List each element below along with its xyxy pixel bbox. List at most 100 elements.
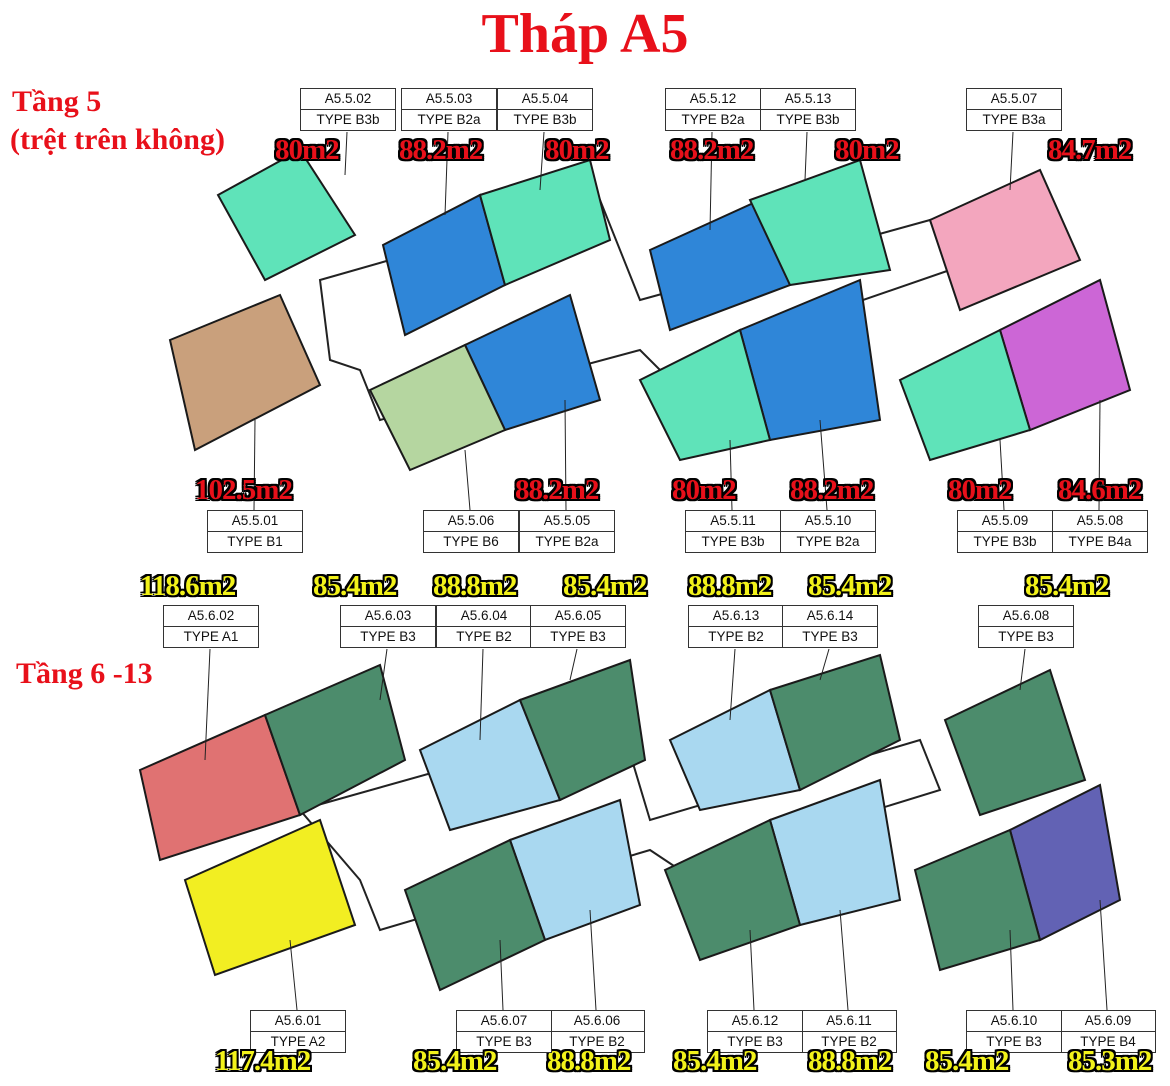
unit-area: 88.8m2 <box>688 570 772 602</box>
leader-line <box>344 131 348 176</box>
unit-code: A5.6.11 <box>826 1013 872 1028</box>
unit-area: 84.7m2 <box>1048 134 1132 166</box>
floor5-sublabel: (trệt trên không) <box>10 123 225 156</box>
unit-type: TYPE B3 <box>708 1031 802 1052</box>
unit-type: TYPE B3b <box>301 109 395 130</box>
unit-code: A5.5.02 <box>324 91 372 106</box>
unit-area: 117.4m2 <box>215 1045 311 1077</box>
unit-code: A5.5.05 <box>543 513 591 528</box>
unit-type: TYPE A2 <box>251 1031 345 1052</box>
unit-area: 88.8m2 <box>433 570 517 602</box>
unit-A5-6-08 <box>943 668 1087 817</box>
unit-A5-5-11 <box>638 328 772 462</box>
unit-area: 88.2m2 <box>670 134 754 166</box>
leader-line <box>804 131 808 181</box>
unit-area: 85.4m2 <box>808 570 892 602</box>
unit-code: A5.6.06 <box>573 1013 621 1028</box>
unit-type: TYPE B4a <box>1053 531 1147 552</box>
unit-A5-6-03 <box>263 663 407 817</box>
unit-area: 80m2 <box>835 134 900 166</box>
unit-area: 102.5m2 <box>195 474 293 506</box>
unit-A5-5-06 <box>368 343 507 472</box>
leader-line <box>464 449 471 511</box>
unit-code: A5.5.08 <box>1076 513 1124 528</box>
leader-line <box>479 648 484 741</box>
unit-code: A5.6.14 <box>806 608 854 623</box>
leader-line <box>564 399 567 511</box>
unit-A5-5-01 <box>168 293 322 452</box>
unit-code: A5.6.01 <box>274 1013 322 1028</box>
leader-line <box>709 131 713 231</box>
unit-code: A5.5.01 <box>231 513 279 528</box>
leader-line <box>204 648 211 761</box>
unit-code: A5.5.03 <box>425 91 473 106</box>
unit-area: 80m2 <box>948 474 1013 506</box>
unit-type: TYPE B2a <box>781 531 875 552</box>
unit-area: 88.2m2 <box>790 474 874 506</box>
unit-code: A5.5.06 <box>447 513 495 528</box>
unit-area: 84.6m2 <box>1058 474 1142 506</box>
unit-code: A5.6.04 <box>460 608 508 623</box>
unit-area: 80m2 <box>545 134 610 166</box>
tower-title: Tháp A5 <box>481 3 689 65</box>
unit-type: TYPE B2 <box>550 1031 644 1052</box>
leader-line <box>444 131 449 216</box>
unit-A5-5-13 <box>748 158 892 287</box>
unit-type: TYPE B3a <box>967 109 1061 130</box>
leader-line <box>1099 899 1108 1011</box>
unit-type: TYPE A1 <box>164 626 258 647</box>
unit-code: A5.6.07 <box>480 1013 528 1028</box>
unit-area: 118.6m2 <box>140 570 236 602</box>
leader-line <box>819 419 828 511</box>
unit-area: 85.4m2 <box>313 570 397 602</box>
unit-type: TYPE B2 <box>689 626 783 647</box>
unit-code: A5.5.12 <box>689 91 737 106</box>
unit-A5-6-14 <box>768 653 902 792</box>
unit-A5-6-05 <box>518 658 647 802</box>
unit-type: TYPE B3 <box>979 626 1073 647</box>
unit-type: TYPE B3 <box>967 1031 1061 1052</box>
unit-A5-6-10 <box>913 828 1042 972</box>
unit-area: 80m2 <box>275 134 340 166</box>
floor6-label: Tầng 6 -13 <box>16 657 153 690</box>
unit-type: TYPE B3 <box>457 1031 551 1052</box>
unit-code: A5.5.04 <box>521 91 569 106</box>
unit-type: TYPE B3b <box>958 531 1052 552</box>
unit-area: 88.2m2 <box>515 474 599 506</box>
leader-line <box>1019 648 1026 691</box>
unit-A5-6-07 <box>403 838 547 992</box>
leader-line <box>589 909 597 1011</box>
unit-type: TYPE B3b <box>686 531 780 552</box>
leader-line <box>1098 399 1101 511</box>
unit-type: TYPE B2a <box>666 109 760 130</box>
unit-code: A5.5.07 <box>990 91 1038 106</box>
leader-line <box>1009 929 1014 1011</box>
unit-code: A5.5.13 <box>784 91 832 106</box>
unit-type: TYPE B4 <box>1061 1031 1155 1052</box>
unit-area: 85.4m2 <box>1025 570 1109 602</box>
leader-line <box>729 648 736 721</box>
unit-code: A5.6.10 <box>990 1013 1038 1028</box>
unit-area: 80m2 <box>672 474 737 506</box>
unit-code: A5.6.13 <box>712 608 760 623</box>
leader-line <box>999 439 1005 511</box>
unit-area: 88.8m2 <box>547 1045 631 1077</box>
unit-area: 85.4m2 <box>673 1045 757 1077</box>
leader-line <box>749 929 755 1011</box>
